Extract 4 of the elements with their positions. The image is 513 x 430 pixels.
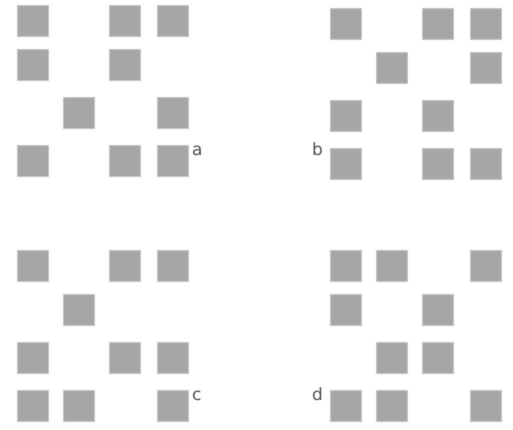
panel-letter: c bbox=[192, 385, 202, 405]
panel-letter: d bbox=[312, 385, 323, 405]
panel-letter: b bbox=[312, 140, 323, 160]
panel-letter: a bbox=[192, 140, 202, 160]
